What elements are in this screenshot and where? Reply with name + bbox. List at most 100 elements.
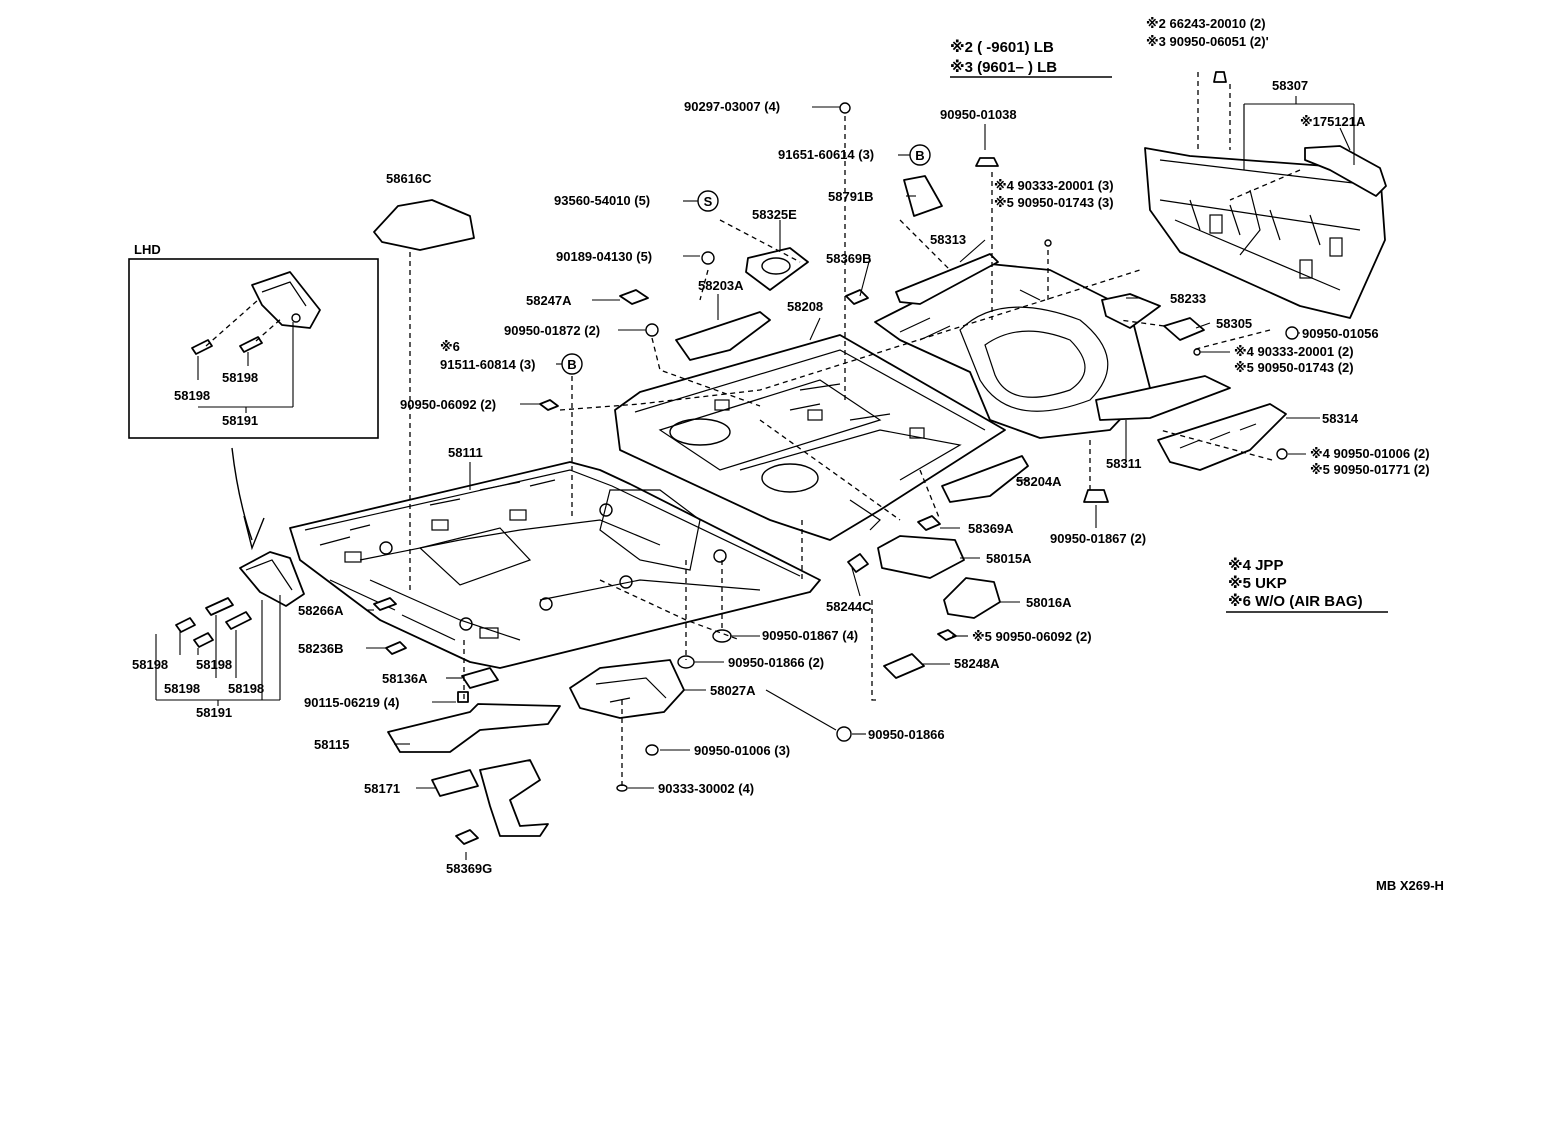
- plug-90950-06092: [539, 399, 559, 411]
- legend-bottom-row2: ※5 UKP: [1228, 574, 1287, 592]
- callout-58171: 58171: [364, 781, 400, 796]
- callout-58616C: 58616C: [386, 171, 432, 186]
- callout-90950-06092-2: ※5 90950-06092 (2): [972, 629, 1092, 644]
- callout-58369G: 58369G: [446, 861, 492, 876]
- callout-90950-01743-2: ※5 90950-01743 (2): [1234, 360, 1354, 375]
- grommet-90950-01038: [975, 157, 999, 167]
- callout-90950-01038: 90950-01038: [940, 107, 1017, 122]
- plug-90950-01056: [1285, 326, 1299, 340]
- clip-58247A: [619, 289, 649, 305]
- bracket-58204A: [941, 455, 1029, 503]
- lhd-bracket-shape: [251, 271, 321, 329]
- bracket-58203A: [675, 311, 771, 361]
- callout-90333-20001-3: ※4 90333-20001 (3): [994, 178, 1114, 193]
- callout-note-6: ※6: [440, 339, 460, 354]
- clip-58244C: [847, 553, 869, 573]
- callout-58244C: 58244C: [826, 599, 872, 614]
- callout-58325E: 58325E: [752, 207, 797, 222]
- clip-58369B: [845, 289, 869, 305]
- callout-58136A: 58136A: [382, 671, 428, 686]
- callout-58198-a: 58198: [132, 657, 168, 672]
- callout-91651-60614: 91651-60614 (3): [778, 147, 874, 162]
- bracket-assembly-left: [155, 551, 305, 706]
- callout-58247A: 58247A: [526, 293, 572, 308]
- member-58313: [895, 253, 999, 305]
- marker-s: S: [697, 190, 719, 212]
- alignment-lines: [409, 72, 1301, 788]
- callout-58203A: 58203A: [698, 278, 744, 293]
- callout-58111: 58111: [448, 445, 483, 460]
- marker-b1-text: B: [915, 148, 924, 163]
- clip-90189-04130: [701, 251, 715, 265]
- callout-90333-30002: 90333-30002 (4): [658, 781, 754, 796]
- callout-58115: 58115: [314, 737, 349, 752]
- clip-58369A: [917, 515, 941, 531]
- callout-58027A: 58027A: [710, 683, 756, 698]
- bracket-58136A: [461, 667, 499, 689]
- callout-90950-01056: 90950-01056: [1302, 326, 1379, 341]
- callout-91511-60814: 91511-60814 (3): [440, 357, 535, 372]
- callout-58198-b: 58198: [196, 657, 232, 672]
- legend-top-row1: ※2 ( -9601) LB: [950, 38, 1054, 56]
- plug-90950-01872: [645, 323, 659, 337]
- callout-58266A: 58266A: [298, 603, 344, 618]
- callout-58204A: 58204A: [1016, 474, 1062, 489]
- lhd-bolt-1: [191, 339, 213, 355]
- plate-58325E: [745, 247, 809, 291]
- reinforcement-175121A: [1304, 145, 1387, 197]
- callout-90950-01743-3: ※5 90950-01743 (3): [994, 195, 1114, 210]
- legend-bottom-row1: ※4 JPP: [1228, 556, 1283, 574]
- callout-90950-01867-2: 90950-01867 (2): [1050, 531, 1146, 546]
- callout-58233: 58233: [1170, 291, 1206, 306]
- clip-58266A: [373, 597, 397, 611]
- callout-66243-20010: ※2 66243-20010 (2): [1146, 16, 1266, 31]
- callout-58191: 58191: [196, 705, 232, 720]
- callout-58305: 58305: [1216, 316, 1252, 331]
- marker-s-text: S: [704, 194, 713, 209]
- plug-90950-01866-b: [836, 726, 852, 742]
- callout-58198-d: 58198: [228, 681, 264, 696]
- marker-b1: B: [909, 144, 931, 166]
- bracket-58171-arm: [479, 759, 549, 837]
- callout-175121A: ※175121A: [1300, 114, 1366, 129]
- clip-66243: [1213, 71, 1227, 83]
- marker-b2-text: B: [567, 357, 576, 372]
- lhd-inset-frame: [128, 258, 379, 439]
- clip-58236B: [385, 641, 407, 655]
- callout-58015A: 58015A: [986, 551, 1032, 566]
- cover-58016A: [943, 577, 1001, 619]
- callout-90950-06092: 90950-06092 (2): [400, 397, 496, 412]
- diagram-code: MB X269-H: [1376, 878, 1444, 893]
- lhd-inset: [128, 258, 379, 439]
- inset-label-lhd: LHD: [134, 242, 161, 257]
- plug-90950-01006-rear: [1276, 448, 1288, 460]
- inset-arrow-head: [243, 515, 265, 551]
- callout-90189-04130: 90189-04130 (5): [556, 249, 652, 264]
- legend-bottom-row3: ※6 W/O (AIR BAG): [1228, 592, 1363, 610]
- front-floor-pan-58111: [289, 461, 821, 669]
- callout-58313: 58313: [930, 232, 966, 247]
- cover-58015A: [877, 535, 965, 579]
- callout-58314: 58314: [1322, 411, 1359, 426]
- plug-90950-06092-b: [937, 629, 957, 641]
- callout-58248A: 58248A: [954, 656, 1000, 671]
- plug-90950-01867: [712, 629, 732, 643]
- callout-58791B: 58791B: [828, 189, 874, 204]
- bracket-58027A: [569, 659, 685, 719]
- bracket-58171: [431, 769, 479, 797]
- callout-90297-03007: 90297-03007 (4): [684, 99, 780, 114]
- center-floor-58208: [614, 334, 1006, 541]
- marker-b2: B: [561, 353, 583, 375]
- inset-arrow-shaft: [231, 447, 253, 541]
- bolt-90297-03007: [839, 102, 851, 114]
- inset-callout-58198-b: 58198: [222, 370, 258, 385]
- legend-top-row2: ※3 (9601– ) LB: [950, 58, 1057, 76]
- plate-58305: [1163, 317, 1205, 341]
- callout-90950-01866-2: 90950-01866 (2): [728, 655, 824, 670]
- back-panel-58307: [1144, 147, 1386, 319]
- callout-58369A: 58369A: [968, 521, 1014, 536]
- callout-58016A: 58016A: [1026, 595, 1072, 610]
- bracket-58616C: [373, 199, 475, 251]
- plate-58233: [1101, 293, 1161, 329]
